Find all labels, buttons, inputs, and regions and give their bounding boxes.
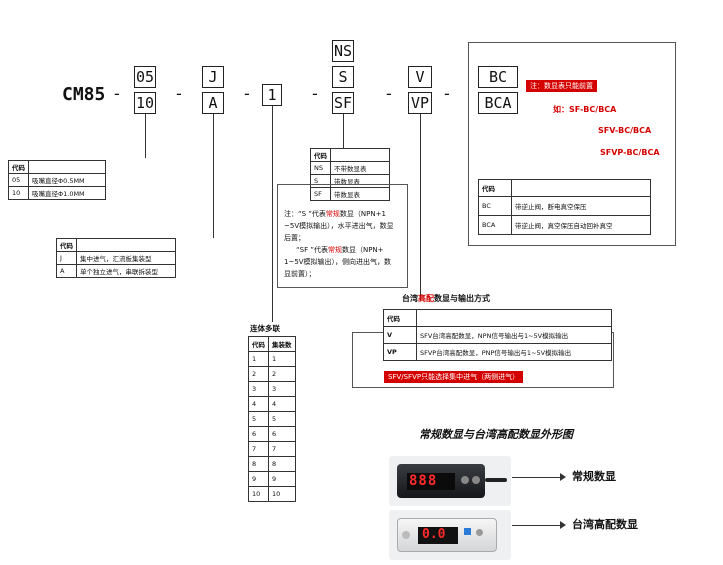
regular-display-device-icon: 888 bbox=[397, 464, 485, 498]
bc-note: 注：数显表只能前置 bbox=[526, 80, 597, 92]
separator: - bbox=[312, 84, 318, 103]
model-prefix: CM85 bbox=[62, 84, 106, 105]
bc-example-1: 如：SF-BC/BCA bbox=[553, 105, 617, 114]
device-photo-1: 888 bbox=[389, 456, 511, 506]
display-option-s: S bbox=[332, 66, 354, 88]
separator: - bbox=[444, 84, 450, 103]
segment-display: 888 bbox=[409, 473, 438, 489]
bc-frame bbox=[468, 42, 676, 246]
appearance-label-1: 常规数显 bbox=[572, 470, 616, 483]
qty-option: 1 bbox=[262, 84, 282, 106]
separator: - bbox=[176, 84, 182, 103]
separator: - bbox=[386, 84, 392, 103]
nozzle-option-05: 05 bbox=[134, 66, 156, 88]
table-header: 代码 bbox=[8, 160, 29, 174]
display-option-ns: NS bbox=[332, 40, 354, 62]
appearance-title: 常规数显与台湾高配数显外形图 bbox=[419, 428, 573, 441]
intake-option-j: J bbox=[202, 66, 224, 88]
tw-table-title: 台湾高配数显与输出方式 bbox=[402, 294, 490, 303]
separator: - bbox=[244, 84, 250, 103]
bc-option-bc: BC bbox=[478, 66, 518, 88]
separator: - bbox=[114, 84, 120, 103]
tw-option-v: V bbox=[408, 66, 432, 88]
bc-example-3: SFVP-BC/BCA bbox=[600, 148, 660, 157]
bc-option-bca: BCA bbox=[478, 92, 518, 114]
intake-option-a: A bbox=[202, 92, 224, 114]
arrow-icon bbox=[560, 521, 566, 529]
table-header: 代码 bbox=[56, 238, 77, 252]
table-header bbox=[28, 160, 106, 174]
arrow-icon bbox=[560, 473, 566, 481]
device-photo-2: 0.0 bbox=[389, 510, 511, 560]
display-note-frame bbox=[277, 184, 408, 288]
segment-display: 0.0 bbox=[422, 527, 446, 542]
bc-example-2: SFV-BC/BCA bbox=[598, 126, 652, 135]
display-note: 注：“S ”代表常规数显（NPN+1 ~5V模拟输出），水平进出气，数显 后置；… bbox=[284, 210, 394, 278]
qty-table-title: 连体多联 bbox=[250, 324, 280, 333]
taiwan-display-device-icon: 0.0 bbox=[397, 518, 497, 552]
tw-note: SFV/SFVP只能选择集中进气（两侧进气） bbox=[384, 371, 524, 383]
tw-option-vp: VP bbox=[408, 92, 432, 114]
nozzle-option-10: 10 bbox=[134, 92, 156, 114]
display-option-sf: SF bbox=[332, 92, 354, 114]
appearance-label-2: 台湾高配数显 bbox=[572, 518, 638, 531]
table-header bbox=[76, 238, 176, 252]
